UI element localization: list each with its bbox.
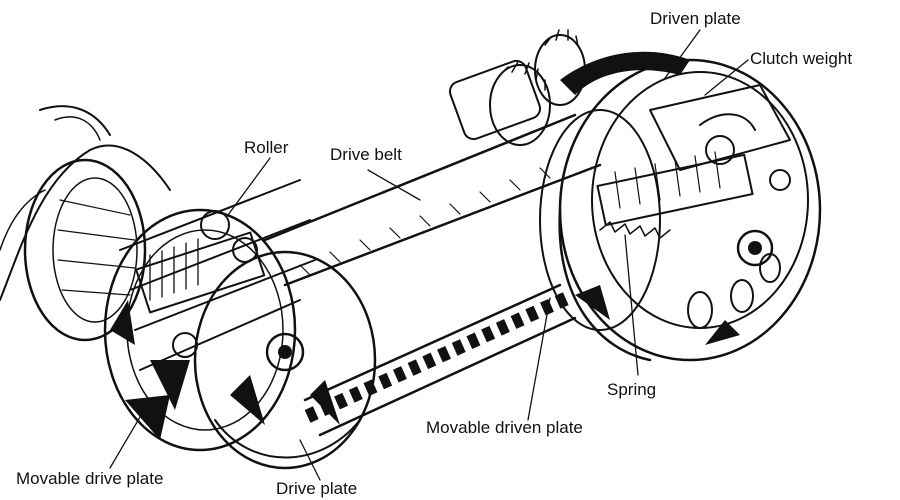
belt-tooth [363,379,378,396]
leader-lines [109,29,749,481]
belt-tooth [422,352,437,370]
belt-tooth [378,372,393,390]
label-driven-plate: Driven plate [650,9,741,28]
label-movable-drive-plate: Movable drive plate [16,469,163,488]
drive-belt [263,113,602,437]
label-drive-plate: Drive plate [276,479,357,498]
belt-tooth [481,325,496,343]
belt-tooth [510,312,525,329]
belt-tooth [437,345,451,363]
belt-tooth [319,399,334,417]
output-gears [448,29,586,146]
belt-tooth [304,406,319,423]
belt-tooth [348,386,363,403]
drive-pulley [103,179,316,452]
belt-tooth [495,319,510,336]
label-spring: Spring [607,380,656,399]
belt-tooth [407,359,422,376]
crankcase-housing [0,105,171,342]
belt-tooth [554,292,569,309]
labels: Driven plate Clutch weight Roller Drive … [16,9,852,498]
driven-pulley [539,51,822,362]
belt-tooth [451,339,466,356]
label-movable-driven-plate: Movable driven plate [426,418,583,437]
label-drive-belt: Drive belt [330,145,402,164]
label-roller: Roller [244,138,289,157]
belt-tooth [466,332,481,349]
label-clutch-weight: Clutch weight [750,49,852,68]
belt-tooth [392,366,407,383]
belt-tooth [540,299,554,316]
belt-tooth [334,392,349,410]
belt-tooth [525,305,540,323]
